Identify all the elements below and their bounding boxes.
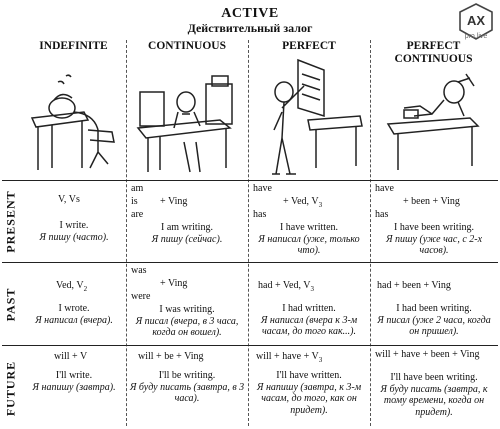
row-label-present: PRESENT (3, 190, 18, 253)
translation: Я пишу (часто). (39, 231, 109, 243)
aux-are: are (131, 209, 144, 220)
aux-have: have (253, 183, 272, 194)
example: I'll have been writing. (390, 372, 478, 383)
formula-subscript: 3 (318, 201, 323, 209)
formula-text: had + Ved, V (258, 280, 311, 291)
logo-text: AX (466, 13, 486, 28)
example: I'll be writing. (158, 370, 216, 381)
translation: Я пишу (сейчас). (151, 233, 223, 245)
aux-was: was (131, 265, 147, 276)
translation: Я буду писать (завтра, к тому времени, к… (380, 383, 488, 418)
formula-text: will + have + V (256, 351, 319, 362)
aux-am: am (131, 183, 144, 194)
aux-has: has (375, 209, 389, 220)
formula: V, Vs (58, 194, 80, 205)
column-divider (248, 40, 249, 426)
writing-student-illustration (136, 75, 233, 173)
formula: will + be + Ving (138, 351, 204, 362)
translation: Я написал (уже, только что). (258, 233, 360, 257)
column-divider (126, 40, 127, 426)
translation: Я написал (вчера к 3-м часам, до того ка… (260, 314, 358, 338)
standing-student-illustration (272, 58, 363, 175)
formula: + Ving (160, 196, 188, 207)
example: I'll have written. (276, 370, 342, 381)
formula: + Ving (160, 278, 188, 289)
formula-text: Ved, V (56, 280, 84, 291)
row-divider (2, 345, 498, 346)
formula-text: + Ved, V (283, 196, 319, 207)
relaxing-student-illustration (386, 73, 480, 170)
translation: Я напишу (завтра, к 3-м часам, до того, … (256, 381, 362, 416)
column-divider (370, 40, 371, 426)
logo-icon (459, 3, 493, 40)
page-title: ACTIVE (221, 6, 279, 21)
column-header-perfect-continuous: PERFECT CONTINUOUS (394, 40, 473, 65)
translation: Я напишу (завтра). (32, 381, 116, 393)
example: I am writing. (161, 222, 213, 233)
translation: Я писал (вчера, в 3 часа, когда он вошел… (135, 315, 239, 339)
formula: will + V (54, 351, 88, 362)
aux-have: have (375, 183, 394, 194)
row-divider (2, 262, 498, 263)
formula-subscript: 2 (83, 285, 88, 293)
formula: + been + Ving (403, 196, 460, 207)
row-label-future: FUTURE (3, 360, 18, 417)
row-label-past: PAST (3, 287, 18, 322)
formula: had + been + Ving (377, 280, 451, 291)
translation: Я буду писать (завтра, в 3 часа). (129, 381, 245, 405)
translation: Я писал (уже 2 часа, когда он пришел). (377, 314, 491, 338)
example: I'll write. (55, 370, 93, 381)
example: I was writing. (159, 304, 215, 315)
row-divider (2, 180, 498, 181)
aux-has: has (253, 209, 267, 220)
column-header-continuous: CONTINUOUS (148, 40, 226, 52)
formula-subscript: 3 (310, 285, 315, 293)
logo: AX pro.live (457, 2, 495, 42)
column-header-indefinite: INDEFINITE (39, 40, 108, 52)
formula-subscript: 3 (318, 356, 323, 364)
example: I had been writing. (396, 303, 472, 314)
column-header-perfect: PERFECT (282, 40, 336, 52)
sleeping-student-illustration (30, 74, 115, 170)
example: I wrote. (58, 303, 90, 314)
translation: Я написал (вчера). (35, 314, 113, 326)
translation: Я пишу (уже час, с 2-х часов). (385, 233, 483, 257)
page-subtitle: Действительный залог (187, 21, 313, 35)
aux-were: were (131, 291, 151, 302)
formula: will + have + V3 (256, 351, 322, 367)
example: I write. (59, 220, 89, 231)
formula: + Ved, V3 (283, 196, 322, 212)
example: I had written. (282, 303, 336, 314)
logo-subtext: pro.live (464, 33, 488, 40)
formula: Ved, V2 (56, 280, 87, 296)
example: I have been writing. (394, 222, 474, 233)
aux-is: is (131, 196, 138, 207)
formula: will + have + been + Ving (375, 349, 480, 360)
example: I have written. (279, 222, 339, 233)
formula: had + Ved, V3 (258, 280, 314, 296)
